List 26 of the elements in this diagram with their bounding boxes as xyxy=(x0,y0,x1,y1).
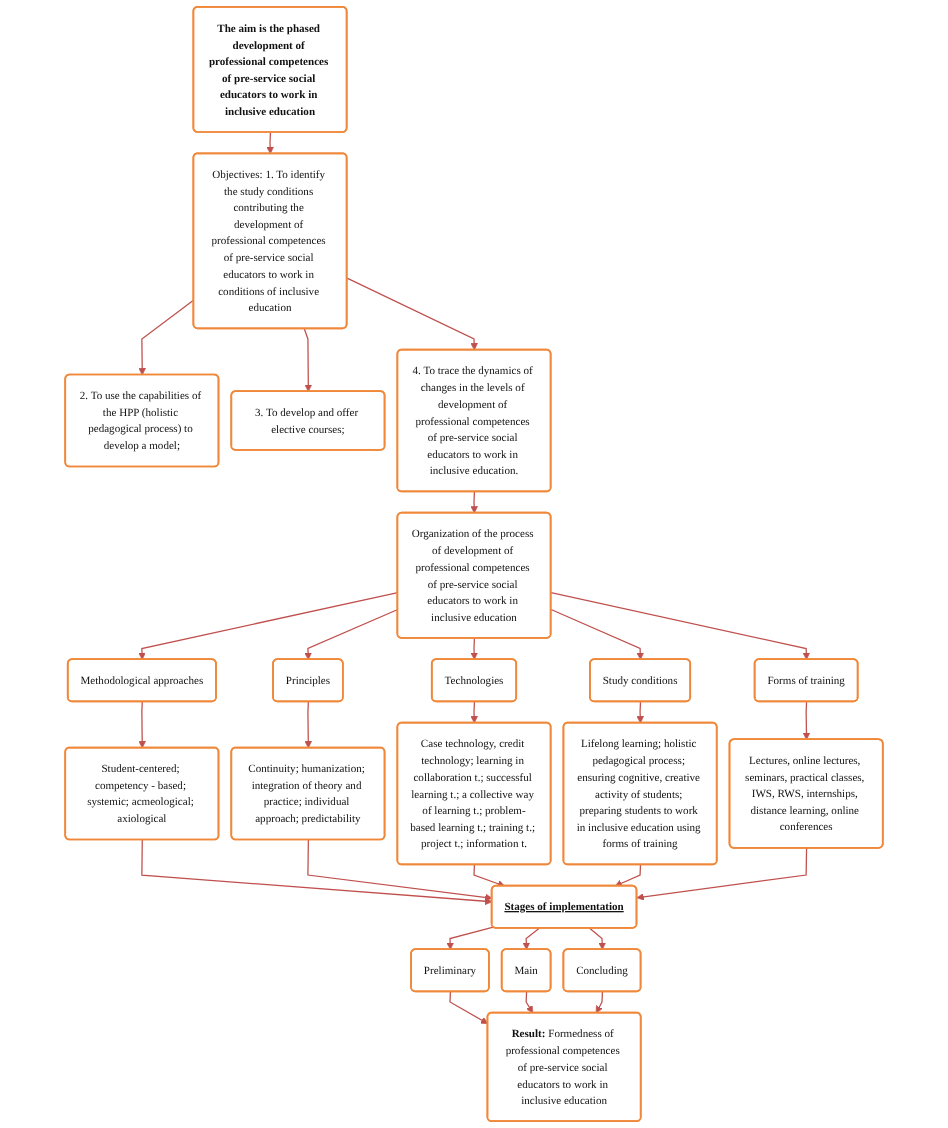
arrow xyxy=(266,131,274,155)
arrow xyxy=(470,701,478,724)
arrow xyxy=(449,991,489,1025)
arrow xyxy=(303,328,313,392)
arrow xyxy=(304,701,312,749)
arrow xyxy=(141,839,493,905)
arrow xyxy=(138,701,146,749)
arrow xyxy=(138,591,399,660)
arrow xyxy=(470,637,478,660)
arrow xyxy=(636,847,808,901)
arrow xyxy=(614,864,642,887)
arrow xyxy=(525,991,534,1014)
arrow xyxy=(595,991,604,1014)
arrow xyxy=(138,299,195,376)
arrow xyxy=(304,608,399,660)
arrow xyxy=(522,927,540,950)
arrow xyxy=(550,608,644,660)
arrow xyxy=(470,491,478,514)
arrow xyxy=(550,591,811,660)
arrow xyxy=(307,839,493,902)
arrow xyxy=(446,926,494,950)
arrow xyxy=(802,701,811,740)
arrow xyxy=(346,277,478,351)
arrow xyxy=(473,864,505,888)
arrow xyxy=(636,701,644,724)
arrow xyxy=(589,927,606,950)
